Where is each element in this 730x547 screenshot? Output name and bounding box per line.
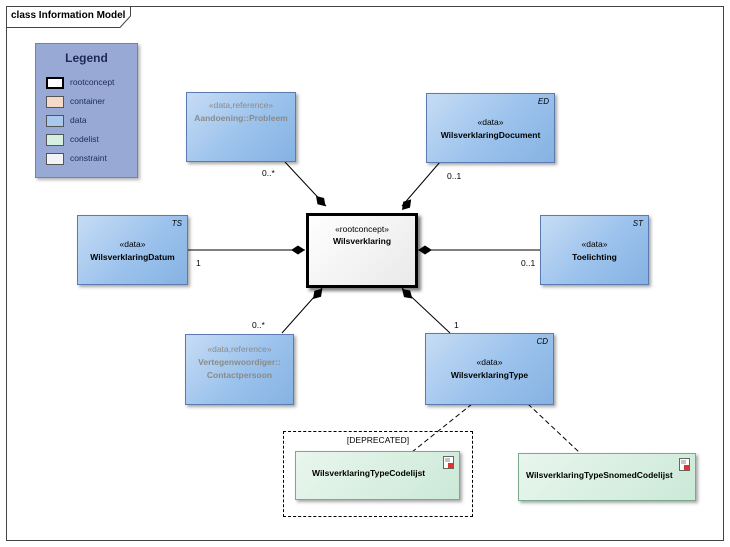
diamond-type xyxy=(402,289,413,299)
stereotype-label: «data» xyxy=(581,239,608,249)
legend-label: constraint xyxy=(70,153,107,163)
document-icon xyxy=(679,458,690,471)
class-wilsverklaring-type[interactable]: CD «data» WilsverklaringType xyxy=(425,333,554,405)
class-wilsverklaring-type-codelijst[interactable]: WilsverklaringTypeCodelijst xyxy=(295,451,460,500)
legend-swatch xyxy=(46,153,64,165)
class-name: WilsverklaringType xyxy=(450,370,529,380)
diamond-document xyxy=(402,199,412,210)
class-name: WilsverklaringTypeSnomedCodelijst xyxy=(526,470,673,480)
edge-document xyxy=(401,161,441,207)
edge-type-snomed xyxy=(527,403,581,454)
type-tag: TS xyxy=(171,219,182,228)
class-wilsverklaring-root[interactable]: «rootconcept» Wilsverklaring xyxy=(306,213,418,288)
stereotype-label: «data» xyxy=(119,239,146,249)
class-vertegenwoordiger-contactpersoon[interactable]: «data,reference» Vertegenwoordiger:: Con… xyxy=(185,334,294,405)
deprecated-label: [DEPRECATED] xyxy=(346,435,410,445)
type-tag: ST xyxy=(632,219,643,228)
class-wilsverklaring-document[interactable]: ED «data» WilsverklaringDocument xyxy=(426,93,555,163)
legend-swatch xyxy=(46,96,64,108)
diamond-vertegenwoordiger xyxy=(313,288,323,299)
legend: Legend rootconcept container data codeli… xyxy=(35,43,138,178)
class-name-part2: Contactpersoon xyxy=(206,370,273,380)
multiplicity-vertegenwoordiger: 0..* xyxy=(252,320,265,330)
type-tag: ED xyxy=(537,97,549,106)
stereotype-label: «data» xyxy=(476,357,503,367)
stereotype-label: «data,reference» xyxy=(207,344,272,354)
multiplicity-aandoening: 0..* xyxy=(262,168,275,178)
frame-tab-shape xyxy=(6,6,131,28)
diamond-toelichting xyxy=(418,245,432,255)
class-name: WilsverklaringDatum xyxy=(90,252,175,262)
legend-label: container xyxy=(70,96,105,106)
class-name-part1: Vertegenwoordiger:: xyxy=(198,357,281,367)
class-wilsverklaring-type-snomed-codelijst[interactable]: WilsverklaringTypeSnomedCodelijst xyxy=(518,453,696,501)
edge-type-codelijst xyxy=(411,403,473,453)
deprecated-group: [DEPRECATED] xyxy=(283,431,473,517)
multiplicity-datum: 1 xyxy=(196,258,201,268)
legend-title: Legend xyxy=(65,51,108,65)
legend-label: data xyxy=(70,115,87,125)
stereotype-label: «data» xyxy=(477,117,504,127)
document-icon xyxy=(443,456,454,469)
legend-swatch xyxy=(46,115,64,127)
multiplicity-toelichting: 0..1 xyxy=(521,258,536,268)
diamond-aandoening xyxy=(316,196,326,207)
class-wilsverklaring-datum[interactable]: TS «data» WilsverklaringDatum xyxy=(77,215,188,285)
legend-swatch xyxy=(46,77,64,89)
stereotype-label: «data,reference» xyxy=(208,100,274,110)
class-name: WilsverklaringDocument xyxy=(440,130,541,140)
class-aandoening-probleem[interactable]: «data,reference» Aandoening::Probleem xyxy=(186,92,296,162)
legend-swatch xyxy=(46,134,64,146)
legend-label: codelist xyxy=(70,134,99,144)
multiplicity-document: 0..1 xyxy=(447,171,462,181)
legend-label: rootconcept xyxy=(70,77,115,87)
class-name: Toelichting xyxy=(572,252,617,262)
stereotype-label: «rootconcept» xyxy=(335,224,389,234)
diamond-datum xyxy=(291,245,305,255)
multiplicity-type: 1 xyxy=(454,320,459,330)
class-name: WilsverklaringTypeCodelijst xyxy=(312,468,426,478)
type-tag: CD xyxy=(536,337,548,346)
class-name: Wilsverklaring xyxy=(332,236,392,246)
frame-title: class Information Model xyxy=(11,10,126,21)
class-name: Aandoening::Probleem xyxy=(194,113,288,123)
class-toelichting[interactable]: ST «data» Toelichting xyxy=(540,215,649,285)
